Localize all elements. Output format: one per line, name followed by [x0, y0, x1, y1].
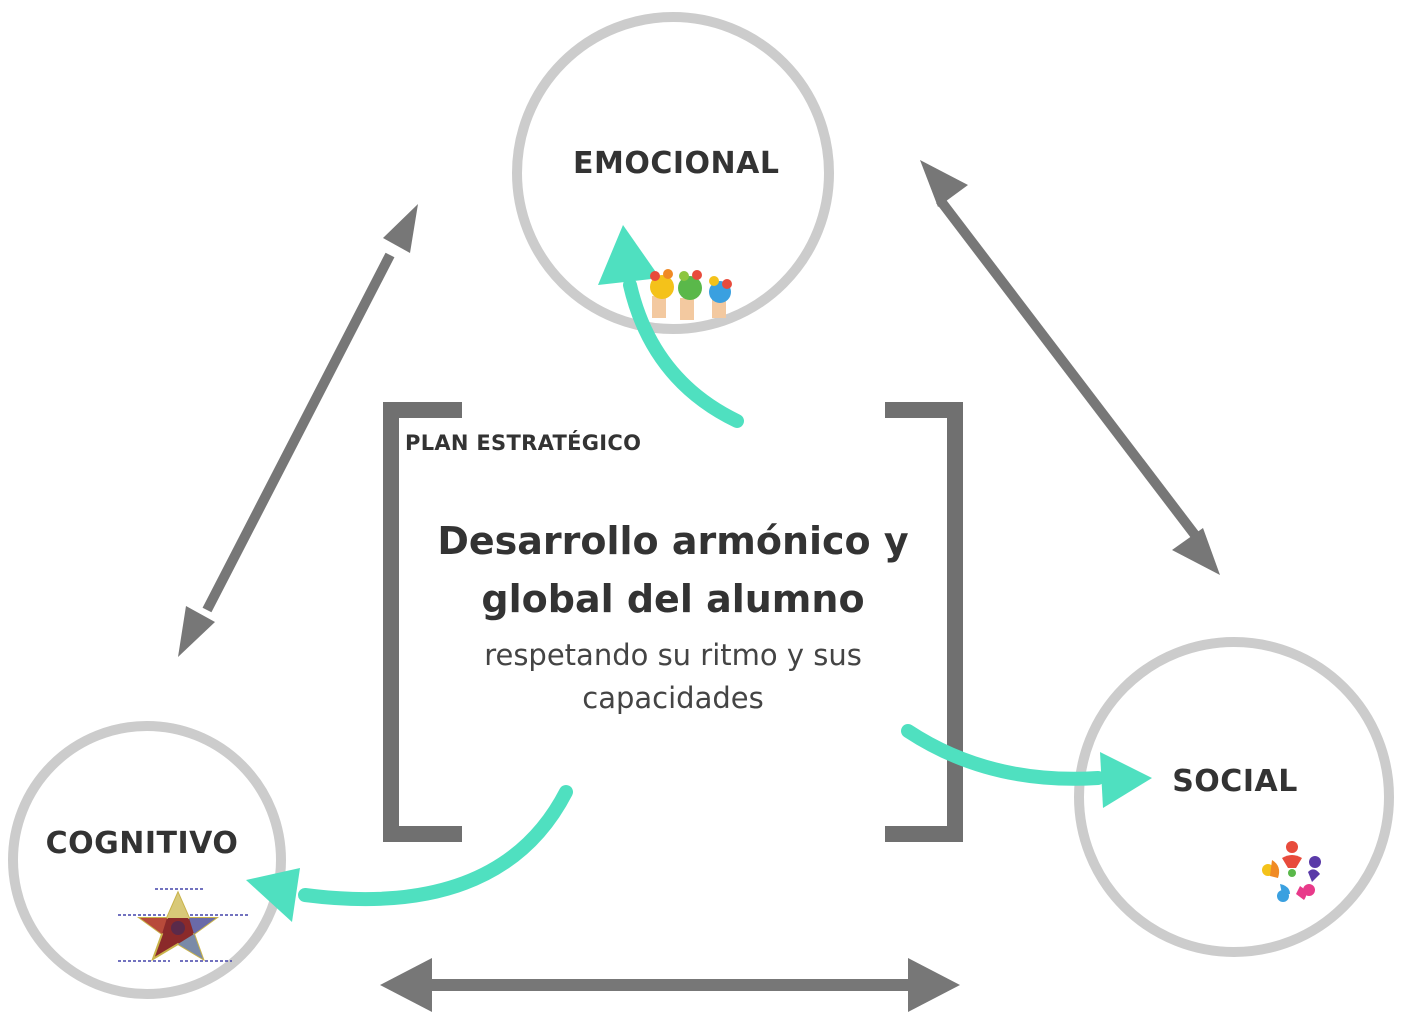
teal-arrow-to-social — [901, 724, 1152, 808]
left-bracket — [383, 402, 462, 842]
cognitivo-label: COGNITIVO — [45, 826, 239, 861]
emocional-label: EMOCIONAL — [573, 146, 780, 181]
teal-arrow-to-emocional — [598, 225, 744, 428]
cognitivo-circle — [8, 721, 286, 999]
painted-hands-image — [650, 269, 732, 320]
emocional-circle — [512, 12, 834, 334]
teal-arrow-to-cognitivo — [246, 785, 573, 922]
plan-estrategico-label: PLAN ESTRATÉGICO — [405, 431, 642, 455]
double-arrow-left — [178, 204, 418, 657]
star-diagram-image — [118, 888, 250, 962]
right-bracket — [885, 402, 963, 842]
double-arrow-right — [920, 160, 1220, 575]
center-title-line1: Desarrollo armónico y — [437, 519, 909, 563]
center-subtitle-line1: respetando su ritmo y sus — [484, 638, 862, 672]
people-circle-image — [1262, 841, 1321, 902]
center-subtitle-line2: capacidades — [582, 681, 764, 715]
double-arrow-bottom — [380, 958, 960, 1012]
social-label: SOCIAL — [1172, 764, 1298, 799]
center-text-block: Desarrollo armónico y global del alumno … — [398, 512, 948, 720]
center-title-line2: global del alumno — [481, 577, 865, 621]
